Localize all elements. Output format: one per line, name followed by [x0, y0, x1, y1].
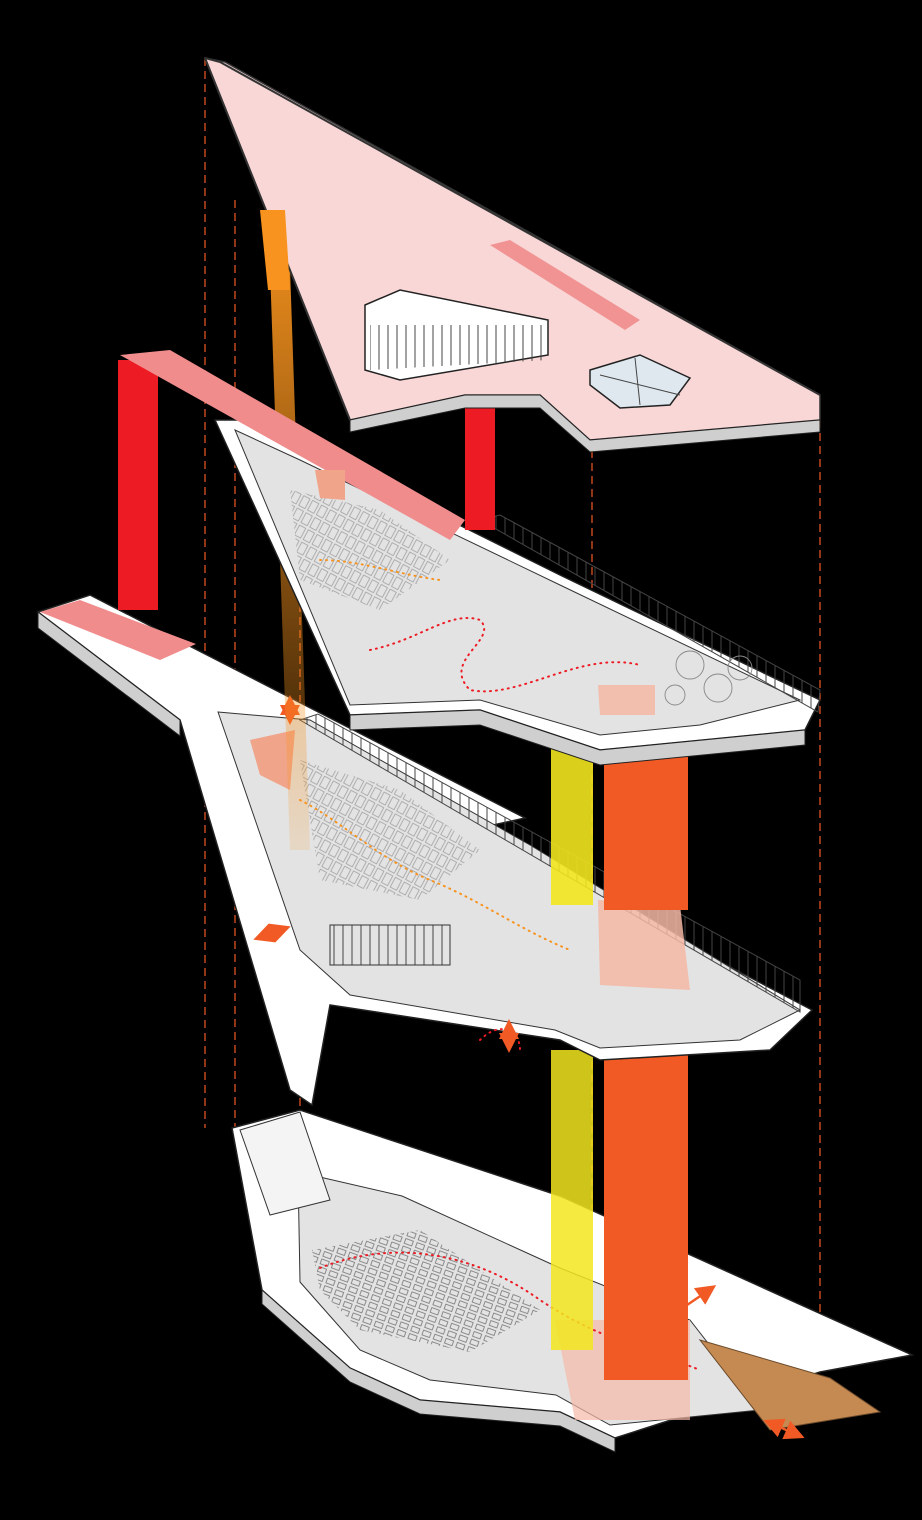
level-roof [203, 56, 821, 453]
skylight-mullion [599, 374, 681, 396]
double-arrow-icon [763, 1418, 805, 1440]
upper-circulation-path-2 [319, 559, 441, 581]
perimeter-railing [204, 57, 821, 396]
rooftop-pavilion-glazing [370, 325, 548, 370]
service-block [239, 1111, 331, 1216]
auditorium-seating [312, 1230, 540, 1352]
middle-slab-side [37, 610, 181, 738]
middle-circulation-path [299, 799, 571, 951]
red-core-left [118, 360, 158, 610]
orange-red-core-upper [604, 750, 688, 910]
middle-stair [250, 730, 295, 790]
level-upper-floor [120, 350, 822, 766]
double-arrow-icon [253, 923, 291, 943]
skylight-mullion-2 [634, 357, 641, 406]
red-edge-strip [40, 600, 196, 660]
ground-slab-side [261, 1288, 616, 1453]
roof-red-band [490, 240, 640, 330]
middle-pink-room [598, 900, 690, 990]
upper-pink-room [598, 685, 655, 715]
orange-core-top [260, 210, 290, 290]
upper-slab-side [349, 709, 806, 766]
orange-red-core [604, 1050, 688, 1380]
reading-tables [664, 650, 753, 706]
upper-bookshelves [290, 490, 450, 610]
glazed-rooms [329, 924, 451, 966]
level-middle-floor [36, 594, 814, 1107]
stepped-seating [698, 1339, 882, 1431]
middle-bookshelves [300, 760, 480, 900]
cores-lower [551, 1050, 688, 1380]
upper-circulation-path [369, 617, 641, 693]
roof-slab-side [349, 394, 821, 453]
yellow-core [551, 1050, 593, 1350]
upper-stair [315, 470, 345, 500]
upper-red-strip [120, 350, 465, 540]
skylight [589, 354, 692, 409]
